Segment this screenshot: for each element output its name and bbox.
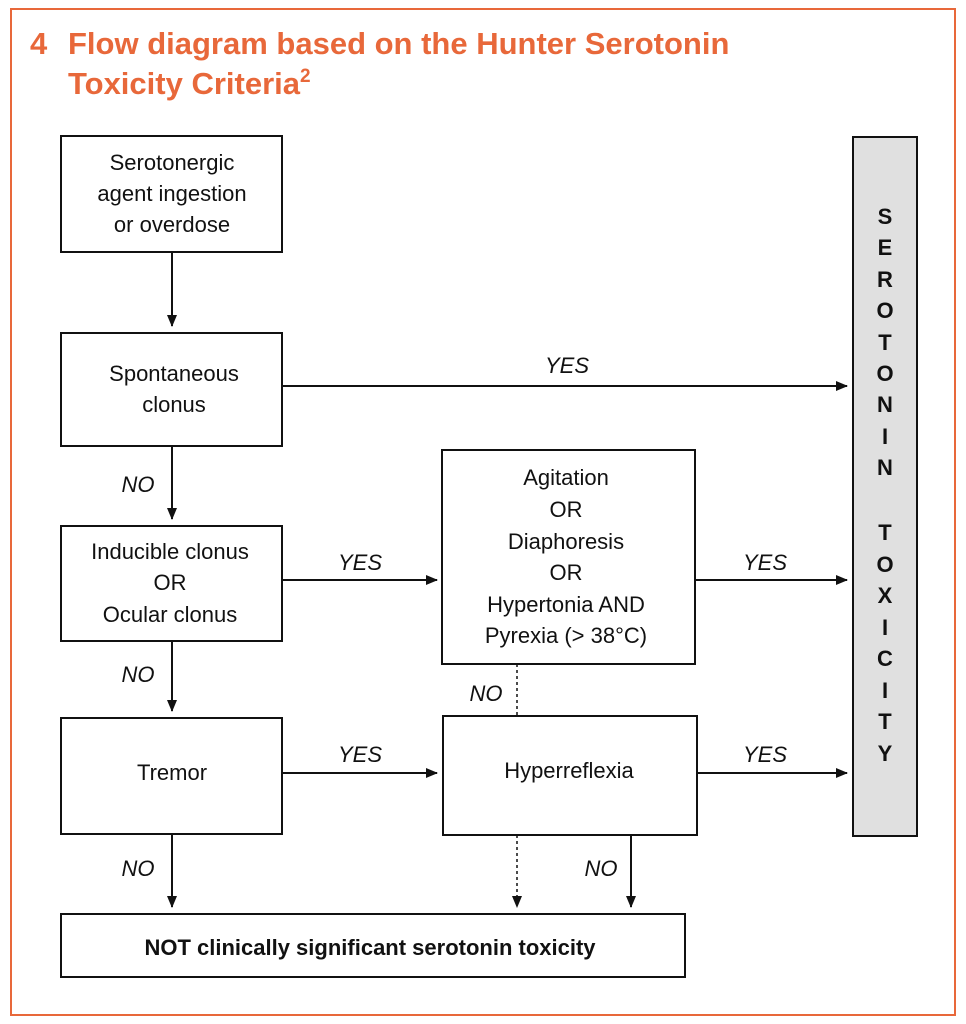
side-letter: E (878, 235, 893, 260)
side-letter: X (878, 583, 893, 608)
agitation-line-6: Pyrexia (> 38°C) (485, 623, 647, 648)
not-significant-text: NOT clinically significant serotonin tox… (144, 935, 596, 960)
side-letter: S (878, 204, 893, 229)
box-agitation (441, 449, 696, 665)
label-no-spontaneous: NO (122, 472, 155, 497)
ingestion-line-2: agent ingestion (97, 181, 246, 206)
spontaneous-line-1: Spontaneous (109, 361, 239, 386)
figure-number: 4 (30, 26, 48, 61)
side-letter: T (878, 520, 892, 545)
ingestion-line-1: Serotonergic (110, 150, 235, 175)
side-letter: O (876, 552, 893, 577)
agitation-line-2: OR (550, 497, 583, 522)
spontaneous-line-2: clonus (142, 392, 206, 417)
text-inducible: Inducible clonus OR Ocular clonus (91, 539, 249, 627)
agitation-line-1: Agitation (523, 465, 609, 490)
agitation-line-5: Hypertonia AND (487, 592, 645, 617)
box-spontaneous-clonus (60, 332, 283, 447)
label-yes-hyperreflexia: YES (743, 742, 787, 767)
box-serotonin-toxicity (852, 136, 918, 837)
label-no-agitation: NO (470, 681, 503, 706)
side-letter: O (876, 361, 893, 386)
heading-line-1: Flow diagram based on the Hunter Seroton… (68, 26, 730, 61)
side-letter: I (882, 678, 888, 703)
label-no-tremor: NO (122, 856, 155, 881)
label-yes-tremor: YES (338, 742, 382, 767)
serotonin-toxicity-label: S E R O T O N I N T O X I C I T Y (876, 204, 893, 766)
text-spontaneous: Spontaneous clonus (109, 361, 239, 417)
heading-line-2: Toxicity Criteria2 (30, 64, 830, 104)
box-inducible-clonus (60, 525, 283, 642)
side-letter: I (882, 615, 888, 640)
label-yes-inducible: YES (338, 550, 382, 575)
box-hyperreflexia (442, 715, 698, 836)
label-no-hyperreflexia: NO (585, 856, 618, 881)
side-letter: I (882, 424, 888, 449)
hyperreflexia-text: Hyperreflexia (504, 758, 634, 783)
side-letter: Y (878, 741, 893, 766)
side-letter: R (877, 267, 893, 292)
heading-superscript: 2 (300, 66, 311, 87)
text-agitation: Agitation OR Diaphoresis OR Hypertonia A… (485, 465, 647, 648)
side-letter: C (877, 646, 893, 671)
label-yes-spontaneous: YES (545, 353, 589, 378)
label-yes-agitation: YES (743, 550, 787, 575)
agitation-line-3: Diaphoresis (508, 529, 624, 554)
side-letter: N (877, 455, 893, 480)
box-not-significant (60, 913, 686, 978)
inducible-line-2: OR (154, 570, 187, 595)
heading-line-2-text: Toxicity Criteria (68, 66, 301, 101)
text-ingestion: Serotonergic agent ingestion or overdose (97, 150, 246, 237)
side-letter: O (876, 298, 893, 323)
label-no-inducible: NO (122, 662, 155, 687)
ingestion-line-3: or overdose (114, 212, 230, 237)
figure-heading: 4 Flow diagram based on the Hunter Serot… (30, 24, 830, 104)
agitation-line-4: OR (550, 560, 583, 585)
side-letter: T (878, 330, 892, 355)
inducible-line-1: Inducible clonus (91, 539, 249, 564)
side-letter: T (878, 709, 892, 734)
figure-frame (10, 8, 956, 1016)
tremor-text: Tremor (137, 760, 207, 785)
box-tremor (60, 717, 283, 835)
inducible-line-3: Ocular clonus (103, 602, 238, 627)
side-letter: N (877, 392, 893, 417)
